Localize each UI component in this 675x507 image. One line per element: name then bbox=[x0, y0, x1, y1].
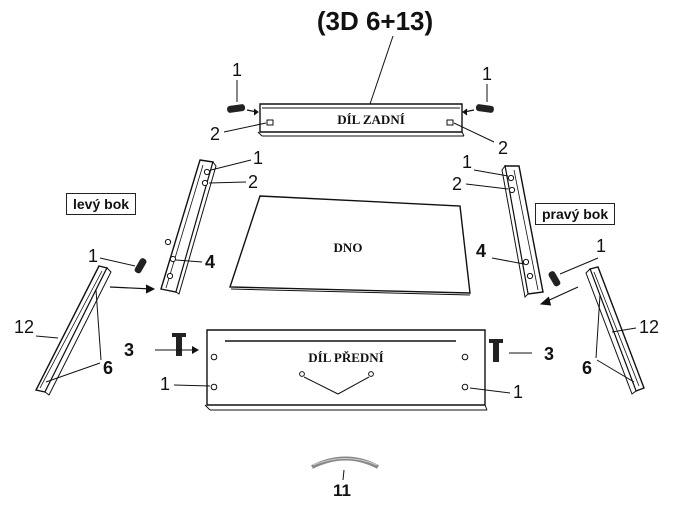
leader-right-side-4 bbox=[491, 257, 525, 265]
callout-back-right-1: 1 bbox=[482, 64, 492, 84]
callout-left-rail-12: 12 bbox=[14, 317, 34, 337]
dowel-right-back bbox=[462, 104, 494, 116]
title-leader bbox=[369, 35, 394, 105]
leader-right-rail-12 bbox=[611, 327, 637, 333]
front-panel: DÍL PŘEDNÍ bbox=[204, 329, 488, 411]
right-side-panel bbox=[501, 164, 544, 299]
left-side-panel bbox=[160, 159, 217, 295]
dowel-right-bottom bbox=[539, 271, 579, 306]
callout-right-side-2: 2 bbox=[452, 174, 462, 194]
back-panel: DÍL ZADNÍ bbox=[257, 103, 465, 137]
leader-back-left-2 bbox=[223, 122, 267, 133]
leader-right-rail-6b bbox=[596, 359, 635, 383]
callout-screw-left-3: 3 bbox=[124, 340, 134, 360]
leader-handle-11 bbox=[342, 469, 345, 481]
callout-screw-right-3: 3 bbox=[544, 344, 554, 364]
bottom-panel-label: DNO bbox=[334, 240, 363, 255]
callout-right-rail-6: 6 bbox=[582, 358, 592, 378]
leader-left-side-2 bbox=[208, 181, 247, 184]
callout-right-rail-12: 12 bbox=[639, 317, 659, 337]
left-rail bbox=[34, 265, 112, 396]
leader-left-side-1 bbox=[210, 159, 252, 171]
callout-right-side-4: 4 bbox=[476, 241, 486, 261]
callout-back-right-2: 2 bbox=[498, 138, 508, 158]
leader-left-rail-12 bbox=[35, 335, 59, 339]
leader-front-left-1 bbox=[173, 384, 211, 387]
callout-left-rail-6: 6 bbox=[103, 358, 113, 378]
leader-back-right-2 bbox=[453, 122, 495, 143]
callout-dowel-left-1: 1 bbox=[88, 246, 98, 266]
callout-right-side-1: 1 bbox=[462, 152, 472, 172]
leader-right-side-1 bbox=[473, 169, 509, 177]
callout-handle-11: 11 bbox=[333, 481, 351, 500]
left-side-label: levý bok bbox=[66, 193, 137, 215]
callout-back-left-2: 2 bbox=[210, 124, 220, 144]
leader-left-rail-6b bbox=[45, 362, 101, 383]
leader-left-side-4 bbox=[175, 259, 203, 263]
screw-right bbox=[489, 339, 532, 362]
leader-front-right-1 bbox=[469, 387, 511, 394]
back-panel-label: DÍL ZADNÍ bbox=[337, 112, 405, 127]
screw-left bbox=[155, 333, 199, 356]
callout-front-left-1: 1 bbox=[160, 374, 170, 394]
dowel-left-bottom bbox=[109, 258, 156, 294]
leader-dowel-right-1 bbox=[559, 257, 599, 275]
leader-right-side-2 bbox=[465, 183, 509, 190]
dowel-left-back bbox=[227, 104, 259, 116]
callout-left-side-4: 4 bbox=[205, 252, 215, 272]
leader-left-rail-6a bbox=[95, 289, 102, 361]
right-side-label: pravý bok bbox=[535, 203, 616, 225]
leader-dowel-left-1 bbox=[99, 257, 136, 267]
callout-left-side-2: 2 bbox=[248, 172, 258, 192]
bottom-panel: DNO bbox=[229, 195, 471, 296]
front-panel-label: DÍL PŘEDNÍ bbox=[308, 350, 384, 365]
leader-right-rail-6a bbox=[595, 294, 601, 359]
callout-back-left-1: 1 bbox=[232, 60, 242, 80]
callout-dowel-right-1: 1 bbox=[596, 236, 606, 256]
handle bbox=[311, 456, 379, 469]
callout-left-side-1: 1 bbox=[253, 148, 263, 168]
right-rail bbox=[585, 266, 645, 395]
callout-front-right-1: 1 bbox=[513, 382, 523, 402]
diagram-title: (3D 6+13) bbox=[317, 6, 433, 36]
